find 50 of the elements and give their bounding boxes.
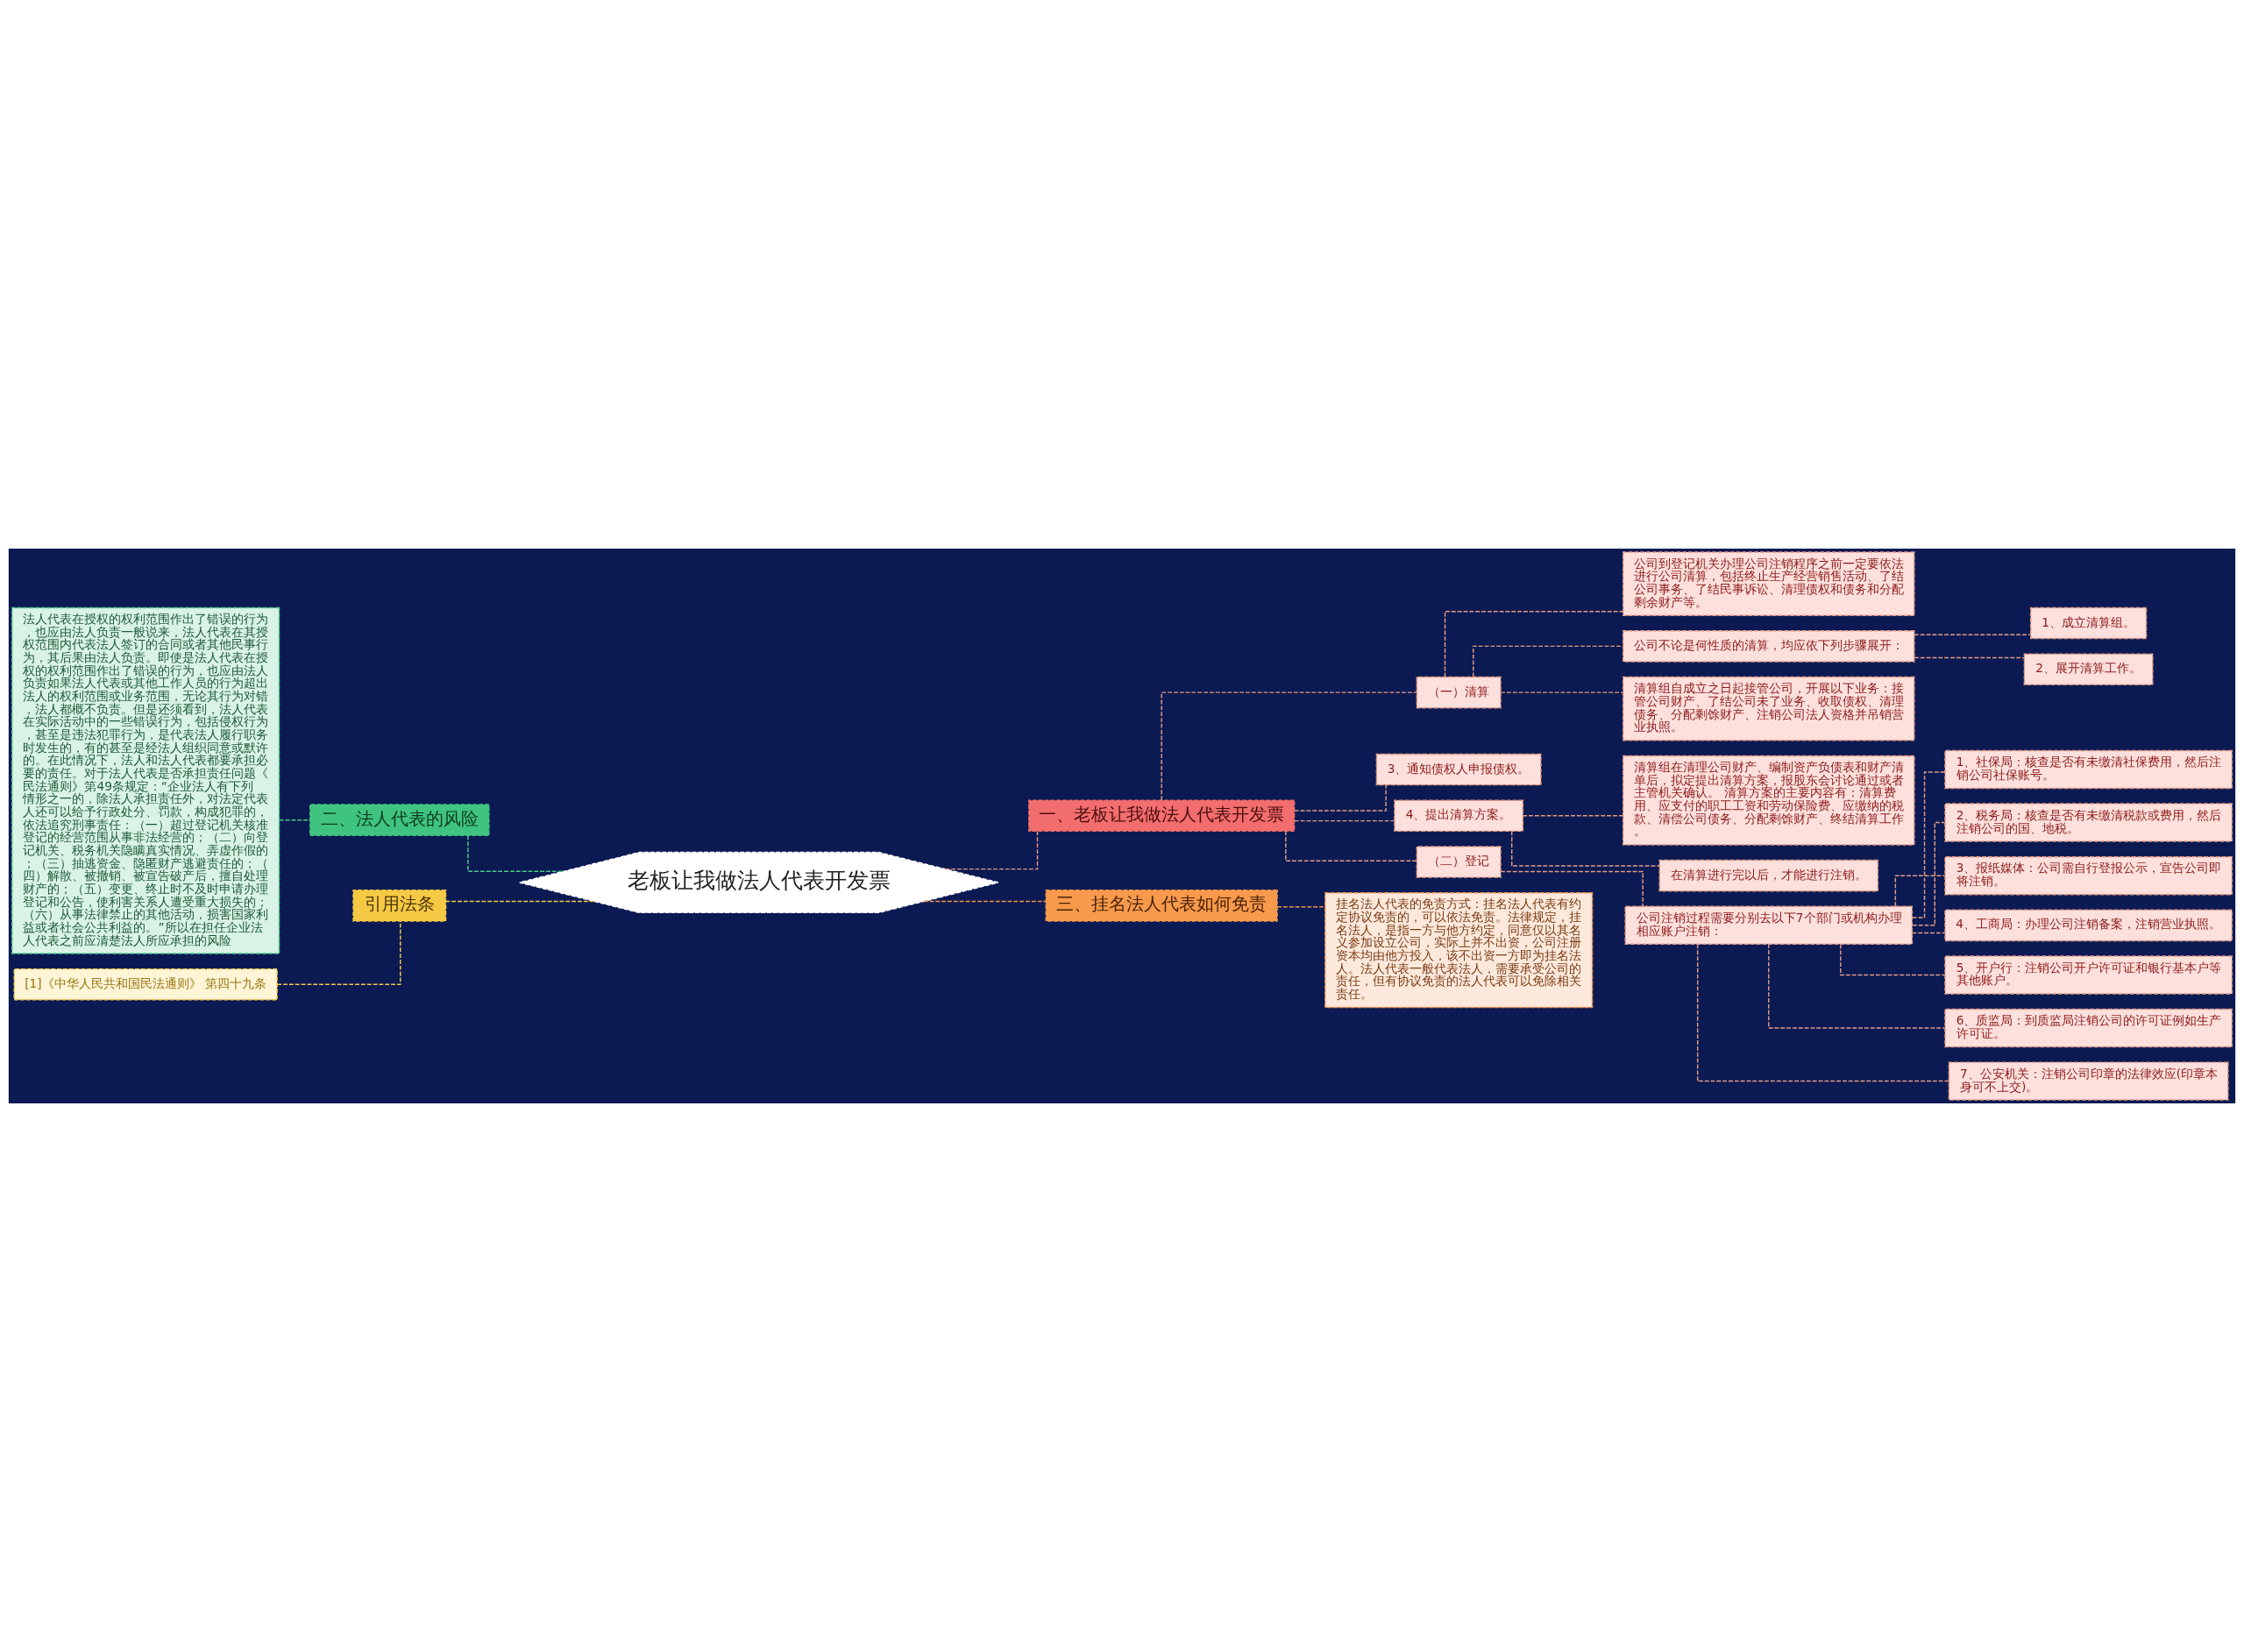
node-box: 公司不论是何性质的清算，均应依下列步骤展开： xyxy=(1622,630,1915,663)
connector xyxy=(1840,943,1946,976)
node-box: 挂名法人代表的免责方式：挂名法人代表有约定协议免责的，可以依法免责。法律规定，挂名法人，是指一方与他方约定，同意仅以其名义参加设立公司，实际上并不出资，公司注册资本均由他方投入，该不出资一方即为挂名法人。法人代表一般代表法人，需要承受公司的责任，但有协议免责的法人代表可以免除相关责任。 xyxy=(1324,891,1594,1009)
node-box: 3、通知债权人申报债权。 xyxy=(1375,753,1542,786)
connector xyxy=(1914,634,2031,635)
connector xyxy=(1276,906,1326,908)
connector xyxy=(1768,943,1946,1029)
connector xyxy=(1911,932,1946,934)
node-box: 3、报纸媒体：公司需自行登报公示，宣告公司即将注销。 xyxy=(1944,855,2233,896)
connector xyxy=(1914,656,2025,659)
connector xyxy=(276,920,401,985)
node-box: 清算组在清理公司财产、编制资产负债表和财产清单后，拟定提出清算方案，报股东会讨论通过或者主管机关确认。 清算方案的主要内容有：清算费用、应支付的职工工资和劳动保险费、应缴纳的税款、清偿公司债务、分配剩馀财产、终结清算工作。 xyxy=(1622,755,1915,846)
node-box: 公司到登记机关办理公司注销程序之前一定要依法进行公司清算，包括终止生产经营销售活动、了结公司事务、了结民事诉讼、清理债权和债务和分配剩余财产等。 xyxy=(1622,551,1915,616)
node-box: （一）清算 xyxy=(1416,676,1502,709)
node-box: 公司注销过程需要分别去以下7个部门或机构办理相应账户注销： xyxy=(1624,905,1914,946)
node-box: 2、税务局：核查是否有未缴清税款或费用，然后注销公司的国、地税。 xyxy=(1944,803,2233,842)
connector xyxy=(1510,830,1660,867)
connector xyxy=(1500,691,1624,693)
node-box: （二）登记 xyxy=(1416,846,1502,878)
connector xyxy=(1444,611,1624,678)
node-box: 4、工商局：办理公司注销备案，注销营业执照。 xyxy=(1944,909,2233,942)
connector xyxy=(444,900,595,903)
node-box: 1、成立清算组。 xyxy=(2029,606,2148,640)
node-box: 三、挂名法人代表如何免责 xyxy=(1045,890,1278,922)
node-box: 5、开户行：注销公司开户许可证和银行基本户等其他账户。 xyxy=(1944,955,2233,995)
node-box: 在清算进行完以后，才能进行注销。 xyxy=(1658,859,1879,892)
node-box: 清算组自成立之日起接管公司，开展以下业务：接管公司财产、了结公司未了业务、收取债权、清理债务、分配剩馀财产、注销公司法人资格并吊销营业执照。 xyxy=(1622,676,1915,741)
node-box: 4、提出清算方案。 xyxy=(1394,799,1524,833)
connector xyxy=(1522,815,1624,817)
node-box: 2、展开清算工作。 xyxy=(2023,653,2154,686)
connector xyxy=(1894,875,1946,907)
node-box: 一、老板让我做法人代表开发票 xyxy=(1028,799,1296,833)
connector xyxy=(1293,784,1387,812)
node-box: 二、法人代表的风险 xyxy=(309,804,490,836)
connector xyxy=(1911,821,1946,926)
connector xyxy=(922,900,1047,903)
connector xyxy=(1696,943,1949,1082)
node-box: 7、公安机关：注销公司印章的法律效应(印章本身可不上交)。 xyxy=(1948,1061,2229,1101)
node-box: [1]《中华人民共和国民法通则》 第四十九条 xyxy=(13,968,278,1001)
node-box: 1、社保局：核查是否有未缴清社保费用，然后注销公司社保账号。 xyxy=(1944,749,2233,790)
node-box: 6、质监局：到质监局注销公司的许可证例如生产许可证。 xyxy=(1944,1008,2233,1048)
connector xyxy=(278,819,311,821)
connector xyxy=(1500,870,1644,907)
connector xyxy=(467,834,565,872)
connector xyxy=(1285,830,1417,861)
node-box: 法人代表在授权的权利范围作出了错误的行为，也应由法人负责一般说来，法人代表在其授权范围内代表法人签订的合同或者其他民事行为，其后果由法人负责。即使是法人代表在授权的权利范围作出了错误的行为，也应由法人负责如果法人代表或其他工作人员的行为超出法人的权利范围或业务范围，无论其行为对错，法人都概不负责。但是还须看到，法人代表在实际活动中的一些错误行为，包括侵权行为，甚至是违法犯罪行为，是代表法人履行职务时发生的，有的甚至是经法人组织同意或默许的。在此情况下，法人和法人代表都要承担必要的责任。对于法人代表是否承担责任问题《民法通则》第49条规定：“企业法人有下列情形之一的，除法人承担责任外，对法定代表人还可以给予行政处分、罚款，构成犯罪的，依法追究刑事责任：（一）超过登记机关核准登记的经营范围从事非法经营的；（二）向登记机关、税务机关隐瞒真实情况、弄虚作假的；（三）抽逃资金、隐匿财产逃避责任的；（四）解散、被撤销、被宣告破产后，擅自处理财产的；（五）变更、终止时不及时申请办理登记和公告，使利害关系人遭受重大损失的；（六）从事法律禁止的其他活动，损害国家利益或者社会公共利益的。”所以在担任企业法人代表之前应清楚法人所应承担的风险 xyxy=(11,606,280,954)
connector xyxy=(1161,691,1417,801)
node-box: 引用法条 xyxy=(352,890,447,922)
connector xyxy=(944,830,1039,870)
connector xyxy=(1294,819,1395,822)
